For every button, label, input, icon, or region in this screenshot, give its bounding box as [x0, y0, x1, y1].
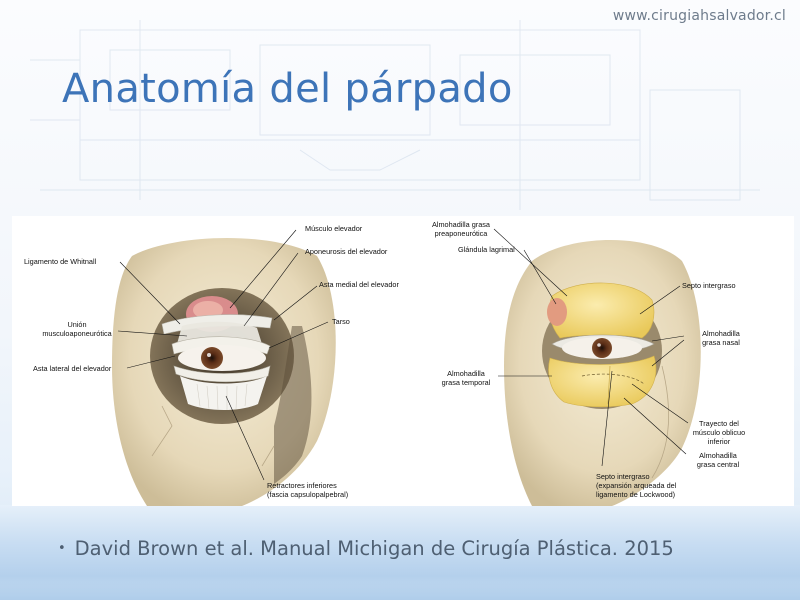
right-skull-illustration — [504, 240, 701, 506]
right-leader-lines — [493, 228, 689, 467]
label-septo-exp-line-1: Septo intergraso — [596, 472, 650, 481]
label-temporal-line-2: grasa temporal — [441, 377, 491, 387]
label-union-line-1: Unión — [67, 320, 87, 329]
website-url: www.cirugiahsalvador.cl — [612, 8, 786, 24]
anatomy-illustration — [112, 228, 701, 506]
label-ligamento-whitnall: Ligamento de Whitnall — [24, 257, 97, 266]
citation-text: David Brown et al. Manual Michigan de Ci… — [74, 537, 674, 560]
label-trayecto-line-2: músculo oblicuo — [692, 427, 746, 437]
label-nasal-line-2: grasa nasal — [702, 337, 740, 347]
label-septo-exp-line-3: ligamento de Lockwood) — [596, 489, 676, 499]
label-central-line-2: grasa central — [696, 459, 740, 469]
label-trayecto-oblicuo: Trayecto del músculo oblicuo inferior — [684, 419, 754, 446]
label-tarso: Tarso — [332, 317, 350, 326]
citation: • David Brown et al. Manual Michigan de … — [58, 537, 674, 560]
label-preapo-line-1: Almohadilla grasa — [431, 220, 490, 229]
left-leader-lines — [117, 229, 329, 481]
label-retractores-inferiores: Retractores inferiores (fascia capsulopa… — [267, 481, 349, 500]
label-central-line-1: Almohadilla — [699, 451, 737, 460]
label-asta-lateral: Asta lateral del elevador — [33, 364, 112, 373]
label-almohadilla-temporal: Almohadilla grasa temporal — [433, 369, 499, 388]
label-almohadilla-central: Almohadilla grasa central — [686, 451, 750, 470]
left-skull-illustration — [112, 237, 336, 506]
label-aponeurosis: Aponeurosis del elevador — [305, 247, 388, 256]
bottom-decorative-band — [0, 505, 800, 600]
label-preapo-line-2: preaponeurótica — [434, 228, 488, 238]
label-septo-exp-line-2: (expansión arqueada del — [596, 480, 677, 490]
bullet-dot: • — [58, 541, 66, 556]
label-union-musculoaponeurotica: Unión musculoaponeurótica — [32, 320, 122, 339]
label-trayecto-line-3: inferior — [707, 436, 731, 446]
label-musculo-elevador: Músculo elevador — [305, 224, 363, 233]
label-septo-intergraso: Septo intergraso — [682, 281, 736, 290]
label-union-line-2: musculoaponeurótica — [42, 328, 112, 338]
label-retractores-line-1: Retractores inferiores — [267, 481, 337, 490]
label-temporal-line-1: Almohadilla — [447, 369, 485, 378]
label-retractores-line-2: (fascia capsulopalpebral) — [267, 489, 349, 499]
slide-title: Anatomía del párpado — [62, 66, 513, 112]
label-asta-medial: Asta medial del elevador — [319, 280, 399, 289]
blueprint-background-decoration — [30, 20, 760, 210]
label-trayecto-line-1: Trayecto del — [699, 419, 739, 428]
label-almohadilla-preaponeurotica: Almohadilla grasa preaponeurótica — [420, 220, 502, 239]
label-septo-expansion: Septo intergraso (expansión arqueada del… — [596, 472, 677, 499]
label-glandula-lagrimal: Glándula lagrimal — [458, 245, 515, 254]
label-almohadilla-nasal: Almohadilla grasa nasal — [688, 329, 754, 348]
eyelid-anatomy-figure: Músculo elevador Aponeurosis del elevado… — [12, 216, 794, 506]
label-nasal-line-1: Almohadilla — [702, 329, 740, 338]
